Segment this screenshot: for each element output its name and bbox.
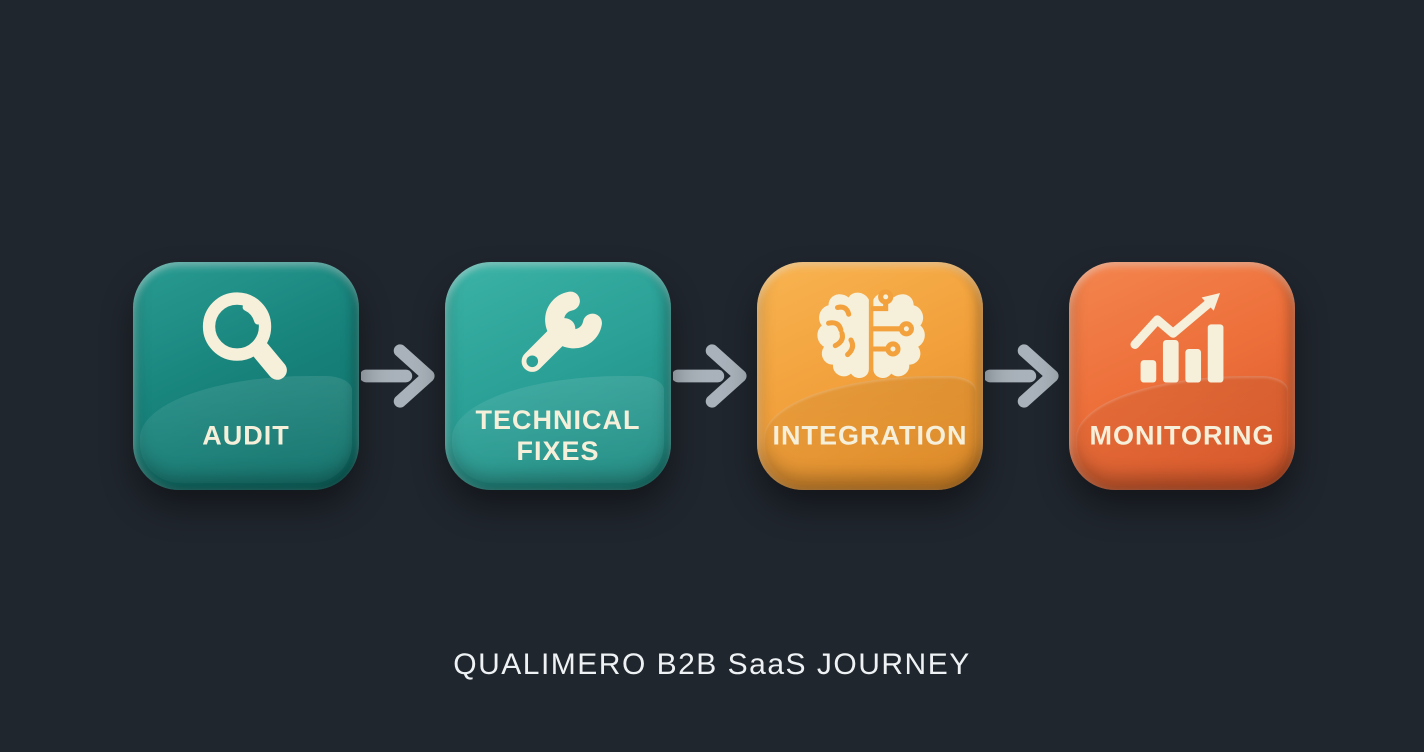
search-icon [190,284,302,396]
arrow-right-icon [361,344,435,408]
arrow-right-icon [985,344,1059,408]
step-label: MONITORING [1089,420,1275,451]
step-label: INTEGRATION [772,420,968,451]
step-tile-integration: INTEGRATION [757,262,983,490]
step-tile-monitoring: MONITORING [1069,262,1295,490]
flow-arrow [359,262,445,490]
wrench-icon [502,284,614,396]
process-flow: AUDIT TECHNICAL FIXES [133,262,1295,490]
arrow-right-icon [673,344,747,408]
step-tile-audit: AUDIT [133,262,359,490]
growth-chart-icon [1126,284,1238,396]
step-label: TECHNICAL FIXES [475,405,641,466]
step-label: AUDIT [202,420,290,451]
diagram-caption: QUALIMERO B2B SaaS JOURNEY [453,648,971,681]
step-tile-technical-fixes: TECHNICAL FIXES [445,262,671,490]
flow-arrow [671,262,757,490]
brain-circuit-icon [814,284,926,396]
flow-arrow [983,262,1069,490]
